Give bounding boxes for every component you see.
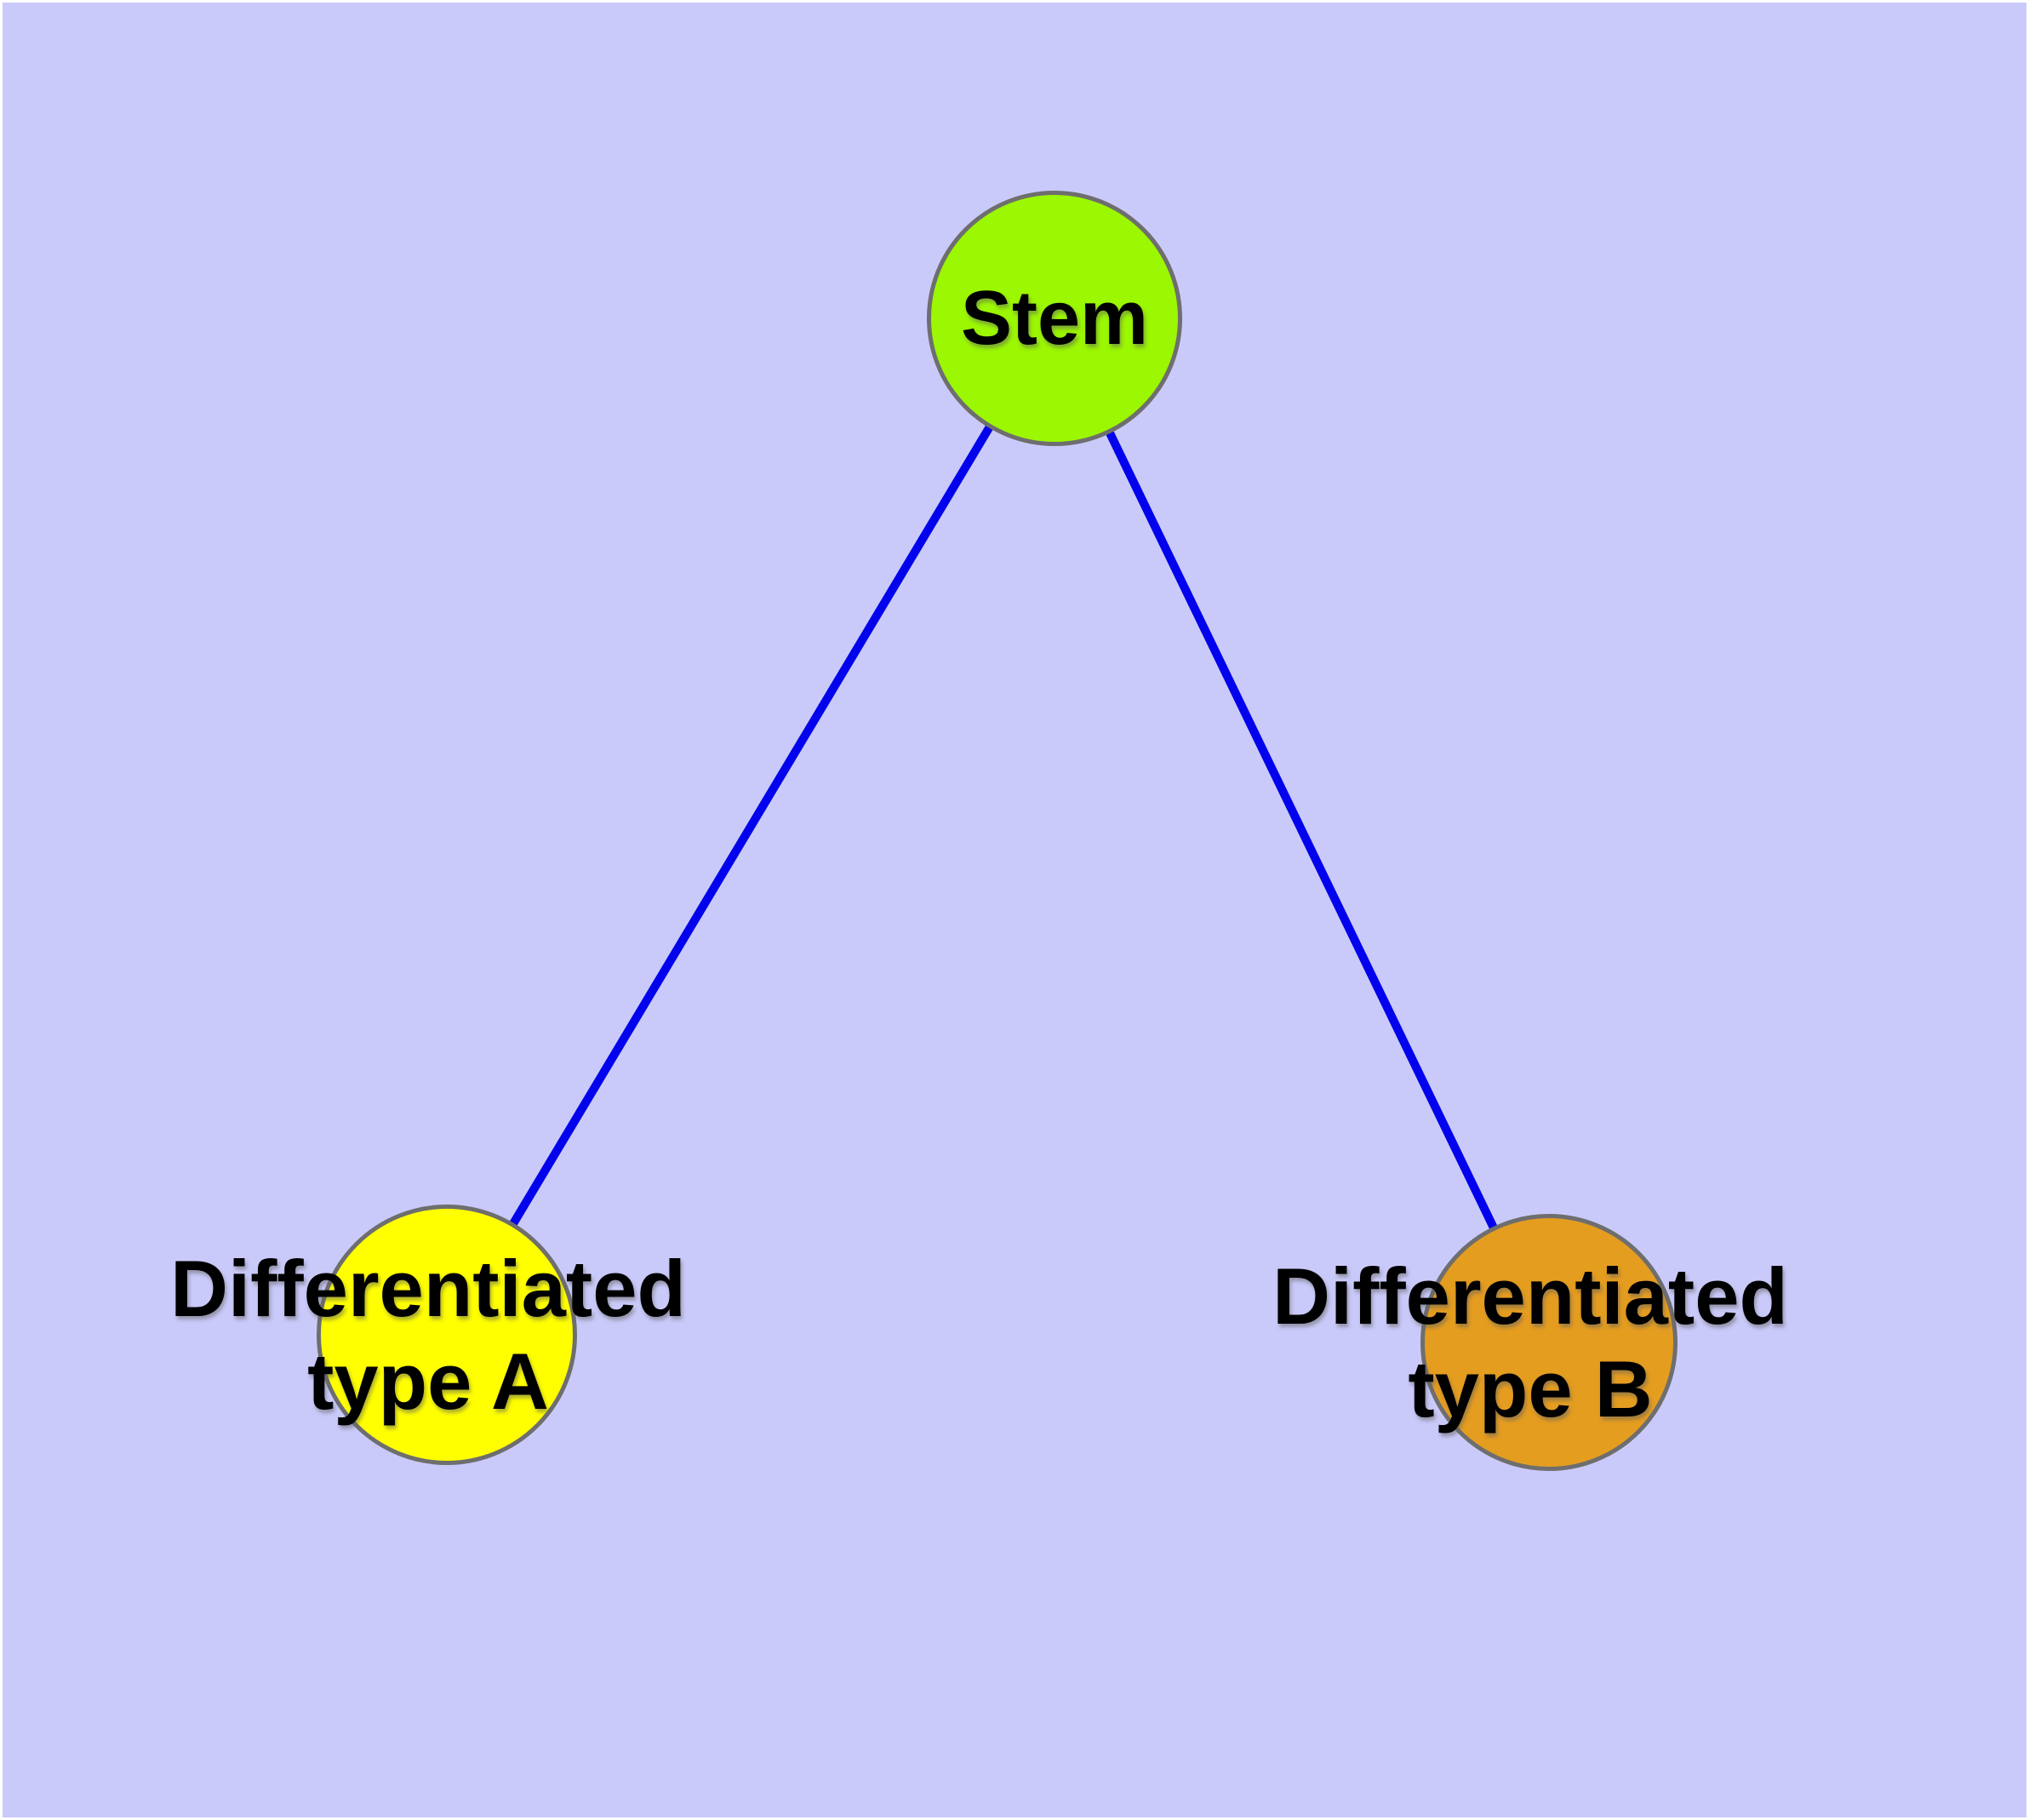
label-line-2: type A xyxy=(307,1336,549,1426)
node-differentiated-type-a[interactable]: Differentiated type A xyxy=(170,1205,686,1465)
label-line-2: type B xyxy=(1408,1344,1653,1434)
label-line-1: Differentiated xyxy=(1272,1251,1788,1341)
node-differentiated-type-b-label: Differentiated type B xyxy=(1272,1250,1788,1435)
label-line-1: Differentiated xyxy=(170,1243,686,1333)
node-differentiated-type-a-label: Differentiated type A xyxy=(170,1242,686,1428)
node-stem-label: Stem xyxy=(960,275,1149,361)
node-stem[interactable]: Stem xyxy=(927,191,1182,446)
node-differentiated-type-b[interactable]: Differentiated type B xyxy=(1272,1214,1788,1471)
